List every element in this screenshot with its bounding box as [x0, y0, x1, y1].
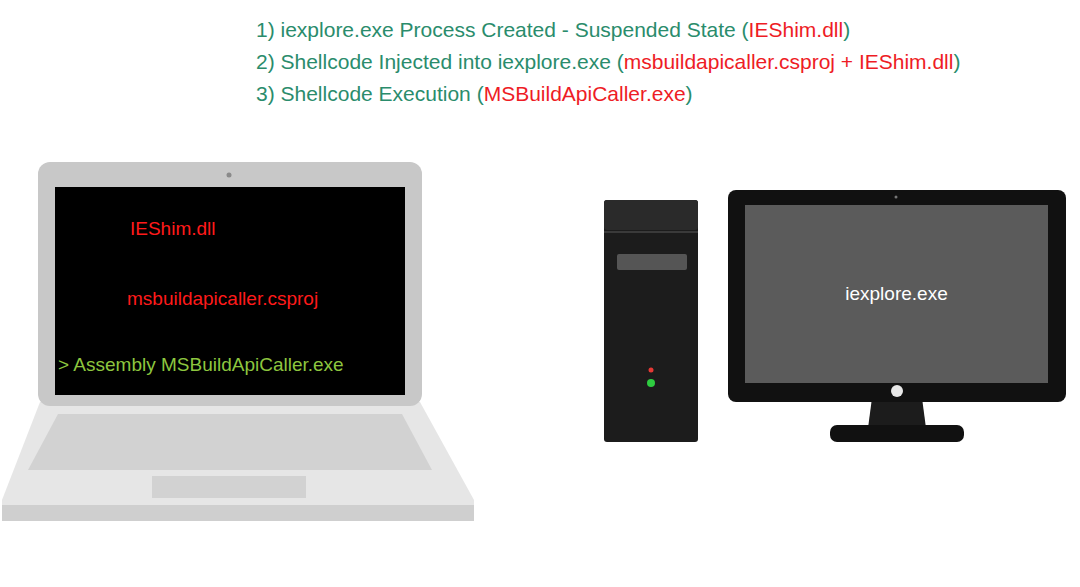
step-text: 2) Shellcode Injected into iexplore.exe …: [256, 50, 624, 73]
monitor: [728, 190, 1066, 442]
file-name: IEShim.dll: [130, 218, 216, 240]
step-text: ): [843, 18, 850, 41]
process-name: iexplore.exe: [845, 283, 947, 305]
step-text: ): [686, 82, 693, 105]
step-text: ): [953, 50, 960, 73]
step-line: 2) Shellcode Injected into iexplore.exe …: [256, 50, 960, 74]
laptop-lid: [38, 162, 422, 406]
file-name: MSBuildApiCaller.exe: [484, 82, 686, 105]
step-line: 3) Shellcode Execution (MSBuildApiCaller…: [256, 82, 693, 106]
file-name: IEShim.dll: [749, 18, 844, 41]
step-text: 3) Shellcode Execution (: [256, 82, 484, 105]
laptop-screen: IEShim.dll msbuildapicaller.csproj > Assem…: [55, 187, 405, 395]
step-text: 1) iexplore.exe Process Created - Suspen…: [256, 18, 749, 41]
command-text: > Assembly MSBuildApiCaller.exe: [58, 354, 344, 376]
computer-tower: [604, 200, 698, 442]
laptop-base: [2, 402, 474, 521]
file-name: msbuildapicaller.csproj + IEShim.dll: [624, 50, 954, 73]
step-line: 1) iexplore.exe Process Created - Suspen…: [256, 18, 850, 42]
file-name: msbuildapicaller.csproj: [127, 288, 318, 310]
monitor-screen: iexplore.exe: [745, 205, 1048, 383]
